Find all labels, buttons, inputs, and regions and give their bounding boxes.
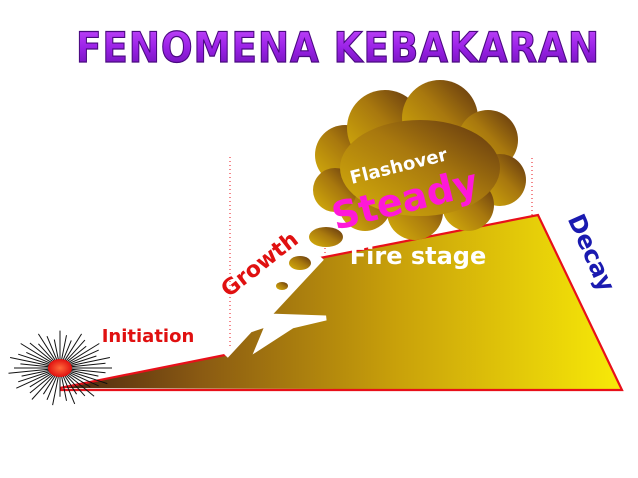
spark-ray [31,373,55,400]
spark-ray [18,370,52,383]
spark-ray [18,353,52,366]
spark-ray [38,343,55,363]
spark-ray [63,333,83,362]
spark-ray [68,355,97,366]
spark-ray [16,371,52,389]
spark-ray [26,351,52,365]
spark-ray [53,339,60,361]
spark-ray [62,375,76,405]
spark-ray [67,372,91,388]
spark-ray [65,373,86,397]
spark-ray [9,357,51,367]
spark-ray [46,375,58,400]
spark-ray [69,369,99,377]
spark-ray [60,335,67,361]
spark-ray [66,345,87,363]
fire-curve-shape [60,215,622,390]
spark-ray [68,349,99,365]
flashover-cloud [313,80,526,240]
spark-ray [8,368,51,374]
spark-ray [29,373,54,394]
spark-ray [20,363,51,368]
bubble-large [309,227,343,247]
spark-ray [68,370,108,385]
spark-ray [68,371,99,387]
spark-ray [65,339,86,363]
spark-ray [69,362,106,368]
bubble-medium [289,256,311,270]
spark-ray [37,333,57,362]
spark-ray [62,340,72,361]
bubble-small [276,282,288,290]
spark-ray [52,375,60,406]
spark-ray [66,373,95,397]
diagram-title: FENOMENA KEBAKARAN [76,23,600,72]
flashover-break [224,256,327,358]
spark-ray [46,336,58,361]
spark-ray [63,374,78,395]
spark-ray [21,369,51,377]
spark-ray [29,372,53,388]
spark-ray [60,375,67,401]
fire-curve-outline [59,213,624,392]
spark-ray [29,342,54,363]
spark-core [48,359,72,377]
initiation-label: Initiation [102,326,195,347]
spark-ray [69,357,111,367]
spark-ray [69,368,106,374]
spark-ray [42,374,57,395]
spark-ray [67,343,100,364]
fire-stage-label: Fire stage [350,242,487,270]
spark-burst-icon [8,330,112,406]
spark-ray [20,343,53,364]
